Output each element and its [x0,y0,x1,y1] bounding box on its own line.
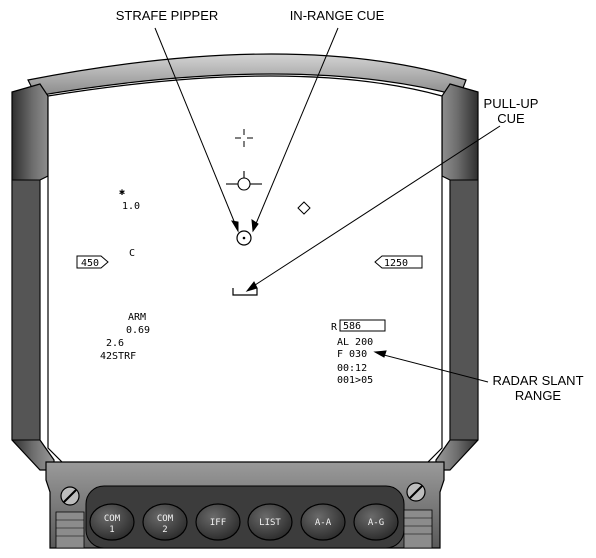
com2-button-sublabel: 2 [162,525,167,535]
com1-button[interactable]: COM 1 [89,503,135,541]
right-rail-step [449,179,479,441]
com2-button[interactable]: COM 2 [142,503,188,541]
steerpoint-readout: 001>05 [337,375,373,386]
com1-button-label: COM [104,514,121,524]
strafe-pipper-label: STRAFE PIPPER [116,8,219,23]
airspeed-box [76,255,109,269]
time-readout: 00:12 [337,363,367,374]
a-a-button-label: A-A [315,518,332,528]
iff-button[interactable]: IFF [195,503,241,541]
button-row: COM 1 COM 2 IFF LIST A-A A-G [89,503,399,541]
pull-up-cue-label-line2: CUE [497,111,525,126]
boresight-cross-icon [235,129,253,147]
target-diamond-icon [297,201,311,215]
range-value: 586 [343,321,361,332]
airspeed-value: 450 [81,258,99,269]
radar-slant-range-label-line1: RADAR SLANT [492,373,583,388]
left-screw [55,486,85,549]
hud-frame [11,53,479,549]
radar-slant-range-label-line2: RANGE [515,388,562,403]
c-marker: C [129,248,135,259]
a-a-button[interactable]: A-A [300,503,346,541]
weapon-mode: 42STRF [100,351,136,362]
pull-up-cue-label-line1: PULL-UP [484,96,539,111]
callout-labels: STRAFE PIPPER IN-RANGE CUE PULL-UP CUE R… [116,8,584,403]
altitude-value: 1250 [384,258,408,269]
list-button-label: LIST [259,518,281,528]
hud-symbology [76,129,423,332]
altitude-box [374,255,423,269]
leader-lines [154,27,501,383]
com2-button-label: COM [157,514,174,524]
f-readout: F 030 [337,349,367,360]
a-g-button-label: A-G [368,518,384,528]
iff-button-label: IFF [210,518,226,528]
g-readout: 1.0 [122,201,140,212]
left-rail-step [11,179,41,441]
mach-readout: 0.69 [126,325,150,336]
flight-path-marker-icon [226,171,262,191]
max-g-readout: 2.6 [106,338,124,349]
arm-status: ARM [128,312,146,323]
star-symbol: ✱ [119,187,125,198]
com1-button-sublabel: 1 [109,525,114,535]
hud-text: ✱ 1.0 450 C 1250 ARM 0.69 2.6 42STRF R 5… [81,187,408,386]
range-box [339,319,386,332]
right-screw [403,482,433,549]
strafe-pipper-icon [236,230,252,246]
pull-up-cue-icon [232,288,258,296]
range-prefix: R [331,322,338,333]
al-readout: AL 200 [337,337,373,348]
display-glass [47,75,443,471]
a-g-button[interactable]: A-G [353,503,399,541]
in-range-cue-label: IN-RANGE CUE [290,8,385,23]
list-button[interactable]: LIST [247,503,293,541]
